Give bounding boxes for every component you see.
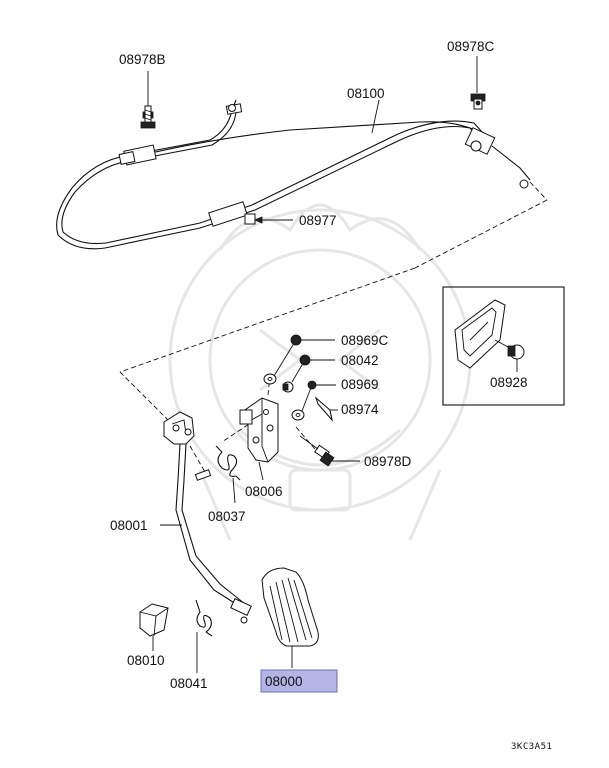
highlight-box-08000 (260, 669, 338, 693)
leader-08969C (273, 339, 297, 377)
leader-08037 (232, 477, 236, 504)
label-08977: 08977 (299, 213, 337, 228)
label-08006: 08006 (245, 484, 283, 499)
label-08978B: 08978B (119, 52, 166, 67)
bracket-08006 (239, 397, 279, 463)
cotter-pin-08974 (314, 396, 333, 422)
leader-08969 (301, 384, 313, 412)
spring-08037 (194, 445, 241, 481)
pedal-pad-08000 (261, 567, 319, 647)
spring-08041 (195, 599, 213, 637)
leader-08006 (258, 461, 264, 481)
label-08042: 08042 (341, 353, 379, 368)
label-08969C: 08969C (341, 333, 389, 348)
label-08978D: 08978D (364, 454, 412, 469)
label-08100: 08100 (347, 86, 385, 101)
washer-08969C (263, 373, 277, 385)
nut-08042 (282, 381, 294, 393)
label-08001: 08001 (110, 518, 148, 533)
stopper-08010 (139, 603, 169, 637)
label-08037: 08037 (208, 509, 246, 524)
label-08974: 08974 (341, 402, 379, 417)
brake-cable-08100 (56, 99, 531, 250)
watermark-emblem (168, 203, 472, 541)
circle-08969 (307, 380, 317, 390)
label-08000: 08000 (265, 674, 303, 689)
label-08928: 08928 (490, 375, 528, 390)
inset-box-08928 (442, 286, 565, 406)
circle-08042 (299, 354, 311, 366)
washer-08969 (291, 409, 305, 421)
label-08041: 08041 (170, 676, 208, 691)
bolt-08978B (140, 105, 156, 129)
bolt-08978D (299, 435, 335, 467)
pedal-arm-08001 (163, 411, 252, 624)
leader-08100 (371, 99, 380, 134)
diagram-code: 3KC3A51 (511, 742, 552, 752)
label-08010: 08010 (127, 653, 165, 668)
bolt-08978C (470, 93, 486, 110)
label-08978C: 08978C (447, 39, 495, 54)
circle-08969C (290, 334, 302, 346)
label-08969: 08969 (341, 377, 379, 392)
